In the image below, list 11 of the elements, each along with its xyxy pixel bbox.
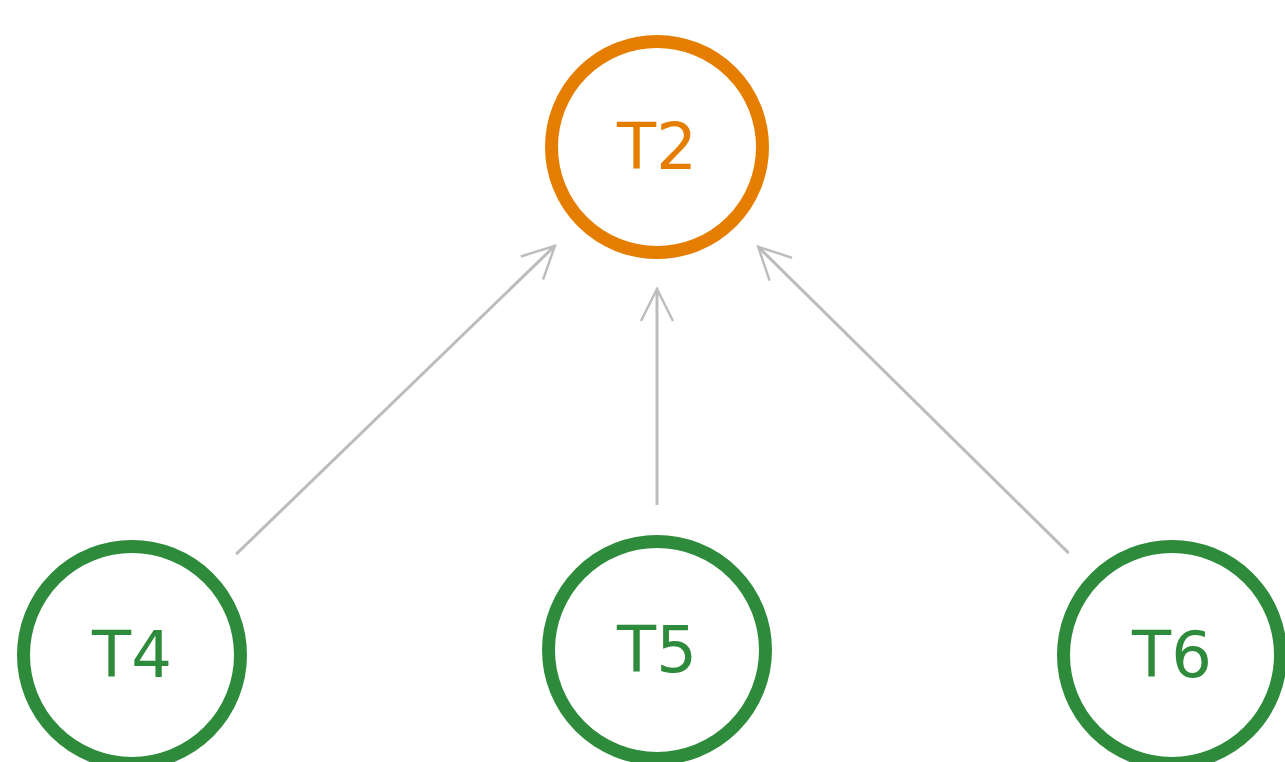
node-label: T4: [92, 623, 172, 687]
node-label: T5: [617, 618, 697, 682]
arrow: [756, 245, 1070, 555]
circle-node: [542, 535, 772, 762]
node-label: T2: [617, 115, 697, 179]
arrow: [639, 287, 675, 505]
arrow: [235, 244, 557, 556]
circle-node: [545, 35, 769, 259]
circle-node: [17, 540, 247, 762]
circle-node: [1057, 540, 1285, 762]
node-label: T6: [1132, 623, 1212, 687]
